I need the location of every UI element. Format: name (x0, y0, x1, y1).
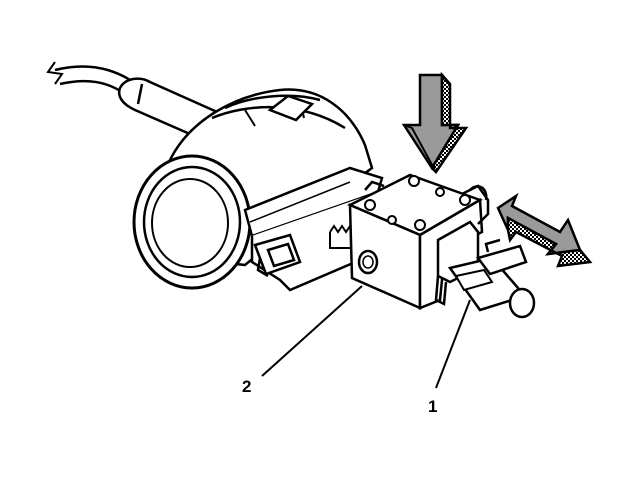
end-cap (132, 154, 252, 290)
callout-label-2: 2 (242, 377, 251, 396)
side-connector (253, 233, 302, 278)
latch-tab (475, 238, 528, 276)
leader-lines (261, 285, 471, 389)
leader-line-2 (261, 285, 363, 377)
slide-double-arrow-icon (496, 192, 593, 268)
plunger-shaft (447, 256, 536, 319)
push-down-arrow-icon (401, 71, 469, 174)
callout-label-1: 1 (428, 397, 437, 416)
leader-line-1 (435, 299, 471, 389)
